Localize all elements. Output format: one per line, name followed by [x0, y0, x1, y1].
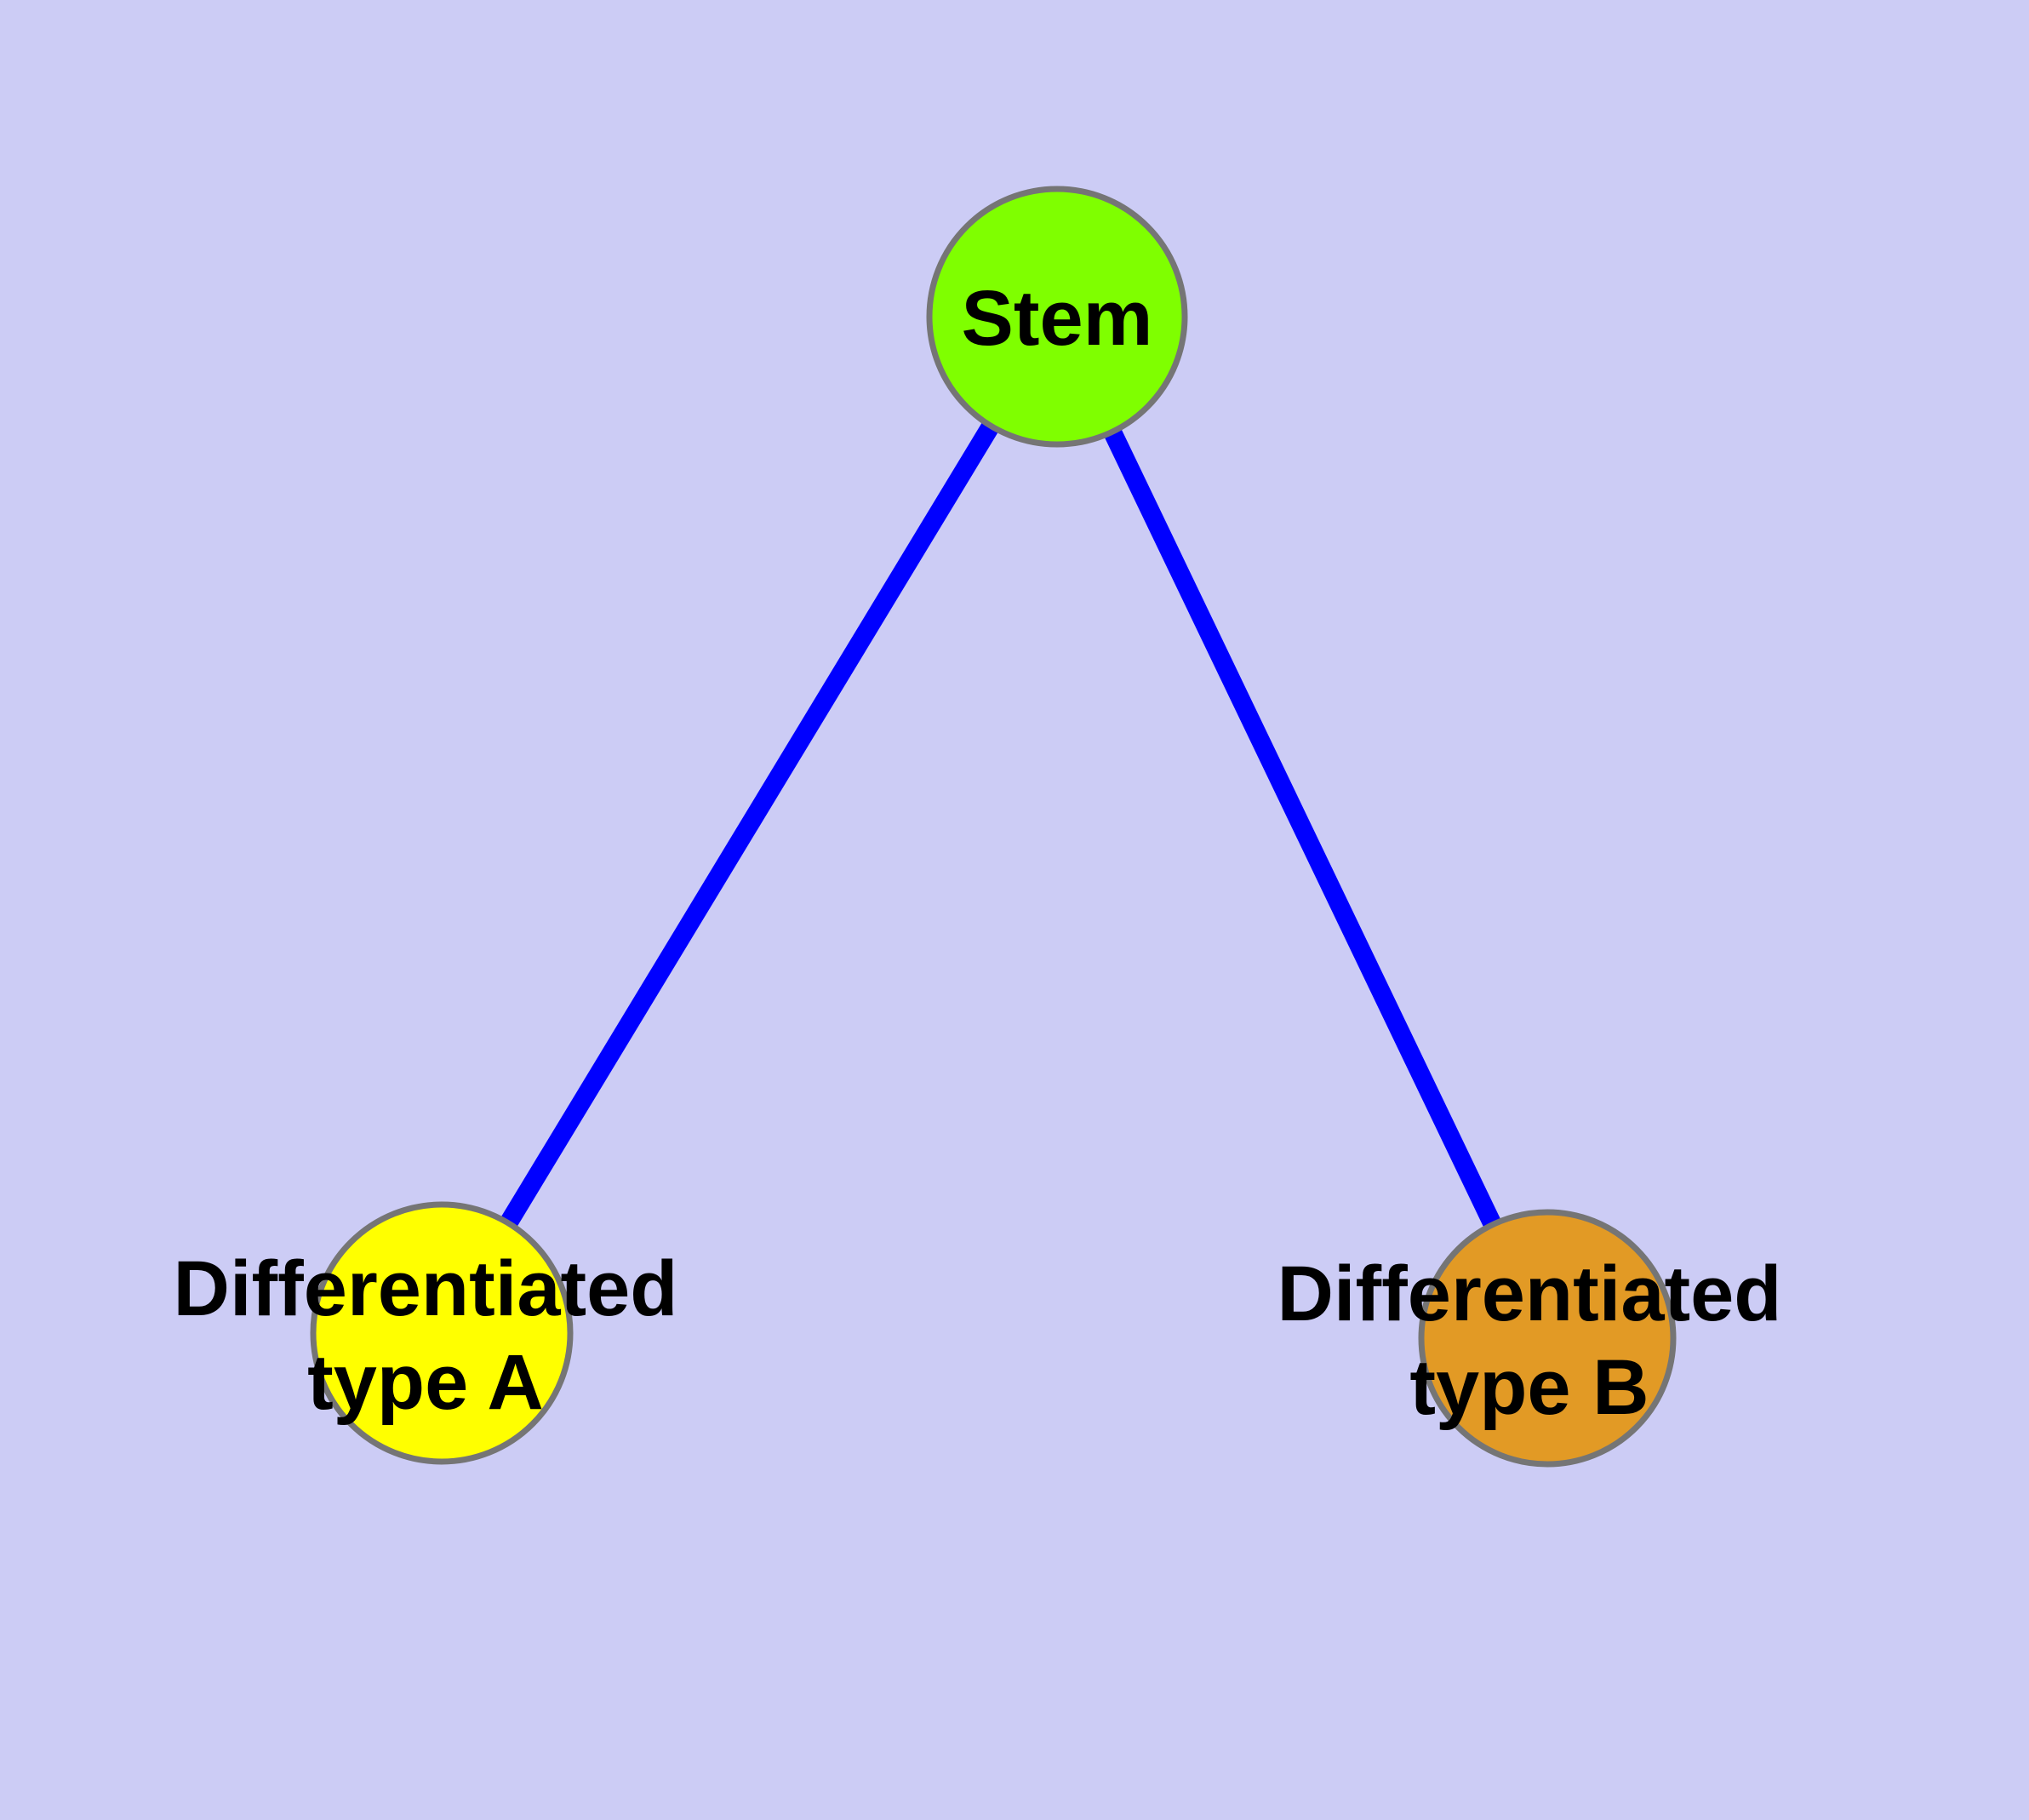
node-label-line: type A — [307, 1339, 544, 1426]
node-label-stem: Stem — [962, 275, 1153, 362]
edge-stem-to-diff-b — [1102, 424, 1503, 1232]
edge-stem-to-diff-a — [498, 418, 1001, 1231]
edge-layer — [498, 418, 1503, 1232]
node-label-line: Differentiated — [174, 1245, 678, 1332]
node-stem[interactable] — [926, 186, 1188, 448]
node-label-line: Stem — [962, 275, 1153, 362]
node-diff-a[interactable] — [310, 1201, 574, 1465]
node-diff-b[interactable] — [1418, 1209, 1677, 1468]
node-label-line: type B — [1409, 1344, 1649, 1431]
node-label-line: Differentiated — [1277, 1251, 1782, 1337]
node-layer — [310, 186, 1677, 1468]
